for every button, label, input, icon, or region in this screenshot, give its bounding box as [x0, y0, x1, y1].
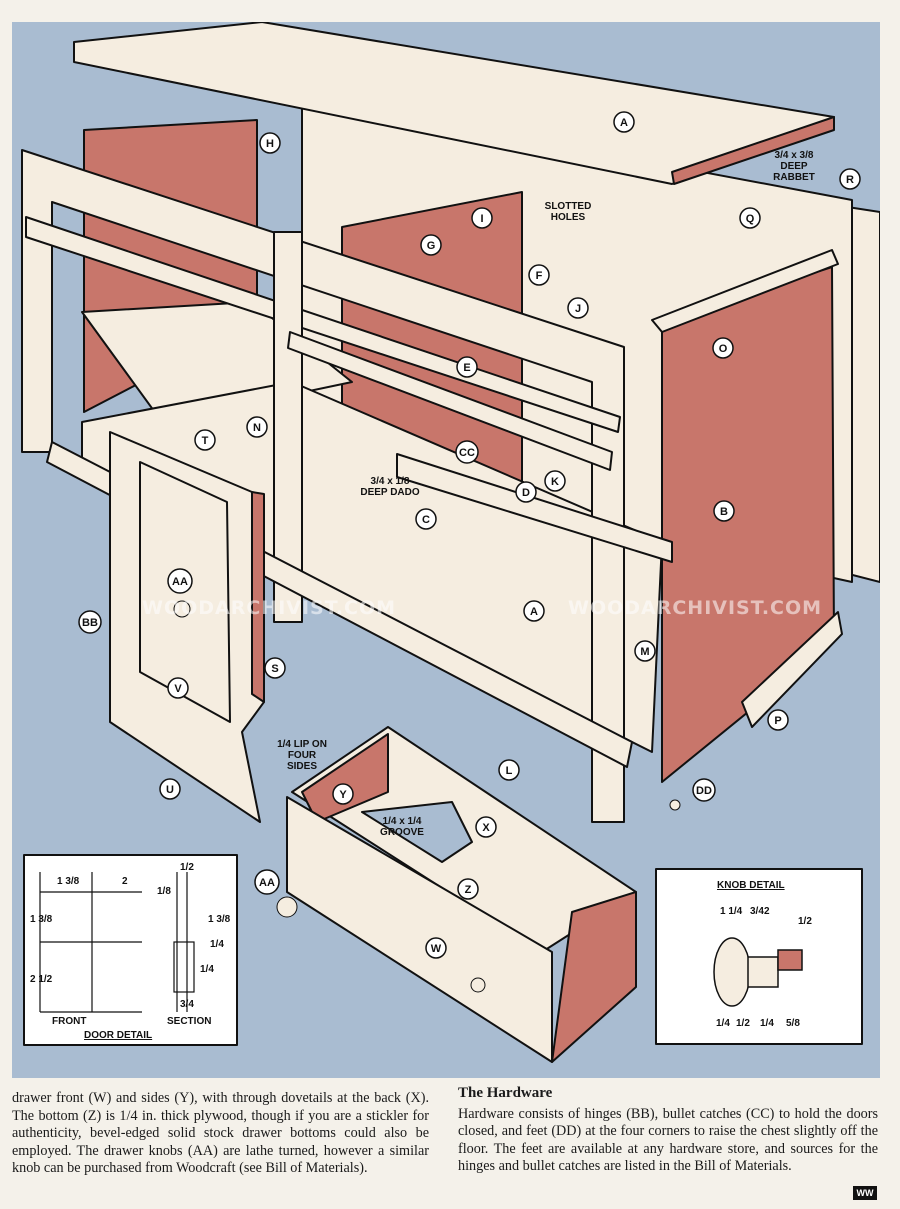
slotted-note-line2: HOLES [551, 212, 586, 223]
part-label-s: S [271, 663, 278, 675]
slotted-note-line1: SLOTTED [545, 201, 592, 212]
watermark-left: WOODARCHIVIST.COM [142, 597, 396, 619]
lip-note-line1: 1/4 LIP ON [277, 739, 327, 750]
knob-dim-bottom-4: 5/8 [786, 1018, 800, 1029]
door-dim-6: 1/8 [157, 886, 171, 897]
knob-dim-top-1: 1 1/4 [720, 906, 743, 917]
part-label-k: K [551, 476, 559, 488]
door-dim-7: 1 3/8 [208, 914, 231, 925]
part-label-z: Z [465, 884, 472, 896]
right-column: The Hardware Hardware consists of hinges… [458, 1085, 878, 1176]
dado-note-line2: DEEP DADO [360, 487, 419, 498]
rabbet-note-line3: RABBET [773, 172, 815, 183]
door-dim-8: 1/4 [210, 939, 224, 950]
part-label-h: H [266, 138, 274, 150]
door-dim-2: 2 [122, 876, 128, 887]
chest-drawing: A H R Q I G F J O E N T CC K D B C AA A … [21, 22, 880, 1063]
exploded-view-illustration: A H R Q I G F J O E N T CC K D B C AA A … [12, 22, 880, 1078]
part-label-aa-door: AA [172, 576, 188, 588]
door-detail-title: DOOR DETAIL [84, 1030, 152, 1041]
knob-dim-top-3: 2 [764, 906, 770, 917]
door-dim-4: 2 1/2 [30, 974, 53, 985]
part-label-a-bottom: A [530, 606, 538, 618]
magazine-logo: WW [853, 1186, 877, 1200]
part-label-bb: BB [82, 617, 98, 629]
part-label-b: B [720, 506, 728, 518]
watermark-right: WOODARCHIVIST.COM [568, 597, 822, 619]
door-dim-9: 1/4 [200, 964, 214, 975]
part-label-y: Y [339, 789, 347, 801]
groove-note-line2: GROOVE [380, 827, 424, 838]
lip-note-line2: FOUR [288, 750, 317, 761]
part-label-m: M [640, 646, 649, 658]
part-label-c: C [422, 514, 430, 526]
part-label-i: I [480, 213, 483, 225]
part-label-q: Q [746, 213, 755, 225]
part-label-f: F [536, 270, 543, 282]
door-dim-10: 3/4 [180, 999, 194, 1010]
part-label-o: O [719, 343, 728, 355]
knob-dim-bottom-2: 1/2 [736, 1018, 750, 1029]
door-dim-5: 1/2 [180, 862, 194, 873]
rabbet-note-line1: 3/4 x 3/8 [775, 150, 814, 161]
hardware-body: Hardware consists of hinges (BB), bullet… [458, 1105, 878, 1175]
part-label-j: J [575, 303, 581, 315]
door-detail-section-label: SECTION [167, 1016, 211, 1027]
part-label-dd: DD [696, 785, 712, 797]
part-label-e: E [463, 362, 470, 374]
part-label-d: D [522, 487, 530, 499]
groove-note-line1: 1/4 x 1/4 [383, 816, 422, 827]
part-label-u: U [166, 784, 174, 796]
door-dim-1: 1 3/8 [57, 876, 80, 887]
knob-dim-top-4: 1/2 [798, 916, 812, 927]
part-label-t: T [202, 435, 209, 447]
part-label-v: V [174, 683, 182, 695]
part-label-l: L [506, 765, 513, 777]
left-column-text: drawer front (W) and sides (Y), with thr… [12, 1090, 429, 1177]
rabbet-note-line2: DEEP [780, 161, 808, 172]
part-label-aa-drawer: AA [259, 877, 275, 889]
knob-dim-bottom-3: 1/4 [760, 1018, 774, 1029]
part-label-w: W [431, 943, 442, 955]
knob-detail-title: KNOB DETAIL [717, 880, 785, 891]
part-label-p: P [774, 715, 781, 727]
part-label-a: A [620, 117, 628, 129]
door-dim-3: 1 3/8 [30, 914, 53, 925]
knob-dim-top-2: 3/4 [750, 906, 764, 917]
part-label-r: R [846, 174, 854, 186]
part-label-n: N [253, 422, 261, 434]
hardware-heading: The Hardware [458, 1085, 553, 1101]
knob-dim-bottom-1: 1/4 [716, 1018, 730, 1029]
dado-note-line1: 3/4 x 1/8 [371, 476, 410, 487]
lip-note-line3: SIDES [287, 761, 317, 772]
part-label-x: X [482, 822, 490, 834]
part-label-cc: CC [459, 447, 475, 459]
door-detail-front-label: FRONT [52, 1016, 86, 1027]
part-label-g: G [427, 240, 436, 252]
